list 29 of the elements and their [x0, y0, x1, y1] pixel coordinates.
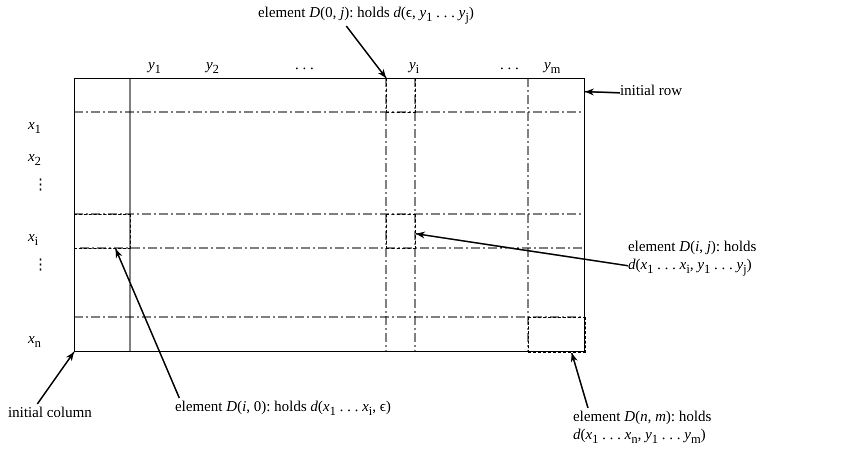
row-header: x$_{2}$ [28, 148, 41, 170]
annotation-text: initial column [8, 404, 92, 422]
arrow [584, 88, 620, 96]
matrix-cell [74, 214, 131, 249]
arrow [36, 352, 75, 404]
column-header: y$_{1}$ [148, 56, 161, 78]
annotation-text: element D(i, 0): holds d(x$_{1}$ . . . x$_{i}$, ϵ) [175, 398, 391, 420]
column-header: y$_{m}$ [544, 56, 560, 78]
annotation-text: element D(n, m): holds d(x$_{1}$ . . . x$_{n}$, y$_{1}$ . . . y$_{m}$) [573, 408, 723, 448]
arrow [114, 248, 180, 398]
row-header: x$_{1}$ [28, 116, 41, 138]
matrix-cell [528, 317, 586, 353]
column-header: . . . [500, 56, 519, 74]
row-header: x$_{n}$ [28, 330, 41, 352]
column-header: y$_{2}$ [206, 56, 219, 78]
matrix-grid [74, 78, 585, 352]
arrow [346, 26, 387, 78]
annotation-text: element D(0, j): holds d(ϵ, y$_{1}$ . . . y$_{j}$) [258, 4, 474, 26]
column-header: . . . [295, 56, 314, 74]
annotation-text: initial row [620, 82, 682, 100]
arrow [570, 352, 589, 408]
arrow [416, 232, 628, 267]
row-header: ⋮ [33, 256, 48, 274]
row-header: ⋮ [33, 176, 48, 194]
matrix-cell [386, 214, 416, 249]
matrix-cell [386, 78, 416, 113]
annotation-text: element D(i, j): holds d(x$_{1}$ . . . x$_{i}$, y$_{1}$ . . . y$_{j}$) [628, 238, 778, 278]
column-header: y$_{i}$ [409, 56, 420, 78]
row-header: x$_{i}$ [28, 228, 38, 250]
